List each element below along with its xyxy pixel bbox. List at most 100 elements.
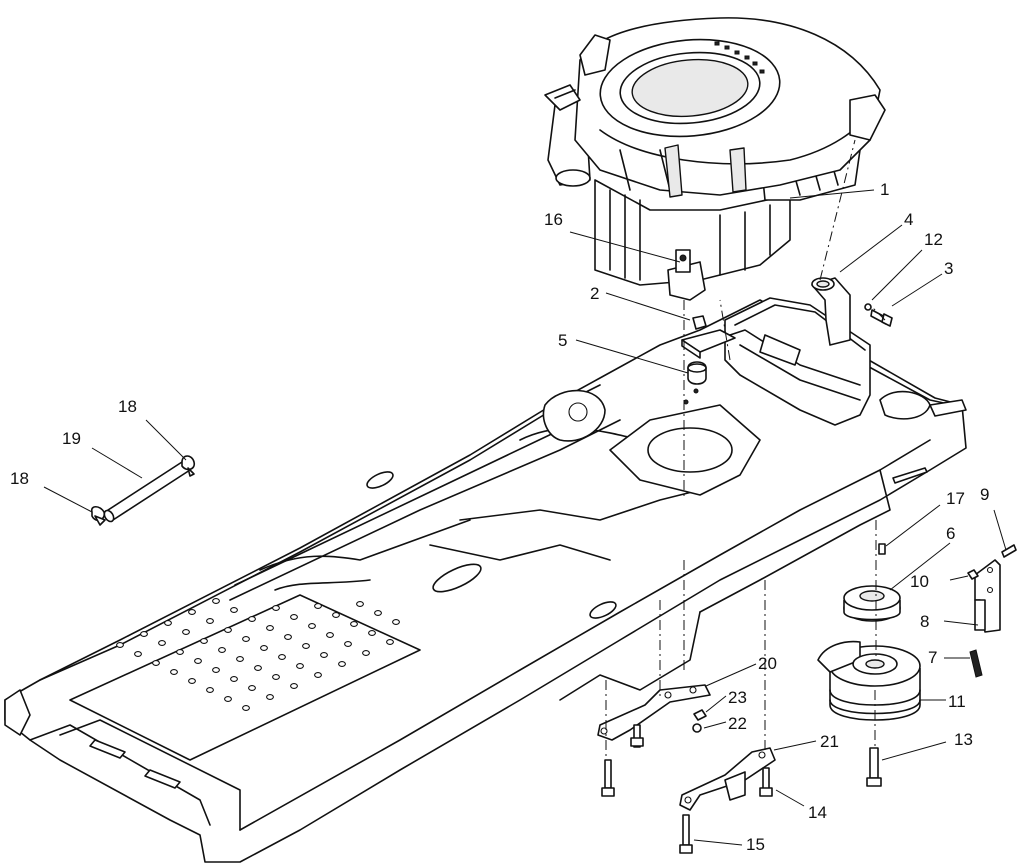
nut-10 (967, 569, 979, 580)
callout-21: 21 (820, 732, 839, 751)
floor-hole (248, 616, 256, 622)
floor-hole (218, 647, 226, 653)
callout-14: 14 (808, 803, 827, 822)
floor-hole (152, 660, 160, 666)
pulley-6 (843, 585, 901, 622)
floor-hole (254, 665, 262, 671)
callout-8: 8 (920, 612, 929, 631)
floor-hole (266, 625, 274, 631)
floor-hole (314, 603, 322, 609)
bracket-20 (597, 684, 711, 741)
floor-hole (140, 631, 148, 637)
clip-7 (969, 649, 983, 678)
bracket-21 (679, 747, 776, 811)
callout-18-top: 18 (118, 397, 137, 416)
floor-hole-pattern (116, 598, 400, 711)
floor-hole (302, 643, 310, 649)
floor-hole (344, 641, 352, 647)
floor-hole (182, 629, 190, 635)
callout-1: 1 (880, 180, 889, 199)
floor-hole (188, 678, 196, 684)
floor-hole (314, 672, 322, 678)
muffler (724, 277, 871, 426)
floor-hole (266, 694, 274, 700)
callout-2: 2 (590, 284, 599, 303)
callout-5: 5 (558, 331, 567, 350)
floor-hole (224, 696, 232, 702)
floor-hole (338, 661, 346, 667)
floor-hole (206, 618, 214, 624)
floor-hole (206, 687, 214, 693)
engine (544, 17, 886, 301)
floor-hole (296, 663, 304, 669)
bolt-9 (1001, 544, 1017, 558)
floor-hole (386, 639, 394, 645)
floor-hole (242, 705, 250, 711)
callout-17: 17 (946, 489, 965, 508)
floor-hole (284, 634, 292, 640)
floor-hole (290, 683, 298, 689)
callout-13: 13 (954, 730, 973, 749)
callout-7: 7 (928, 648, 937, 667)
fuel-line-assembly (90, 455, 196, 526)
floor-hole (278, 654, 286, 660)
floor-hole (368, 630, 376, 636)
floor-hole (170, 669, 178, 675)
callout-20: 20 (758, 654, 777, 673)
floor-hole (374, 610, 382, 616)
floor-hole (362, 650, 370, 656)
engine-mount-parts (681, 315, 736, 405)
floor-hole (212, 667, 220, 673)
callout-9: 9 (980, 485, 989, 504)
floor-hole (320, 652, 328, 658)
electric-clutch-11 (817, 640, 921, 721)
callout-19: 19 (62, 429, 81, 448)
floor-hole (332, 612, 340, 618)
callout-16: 16 (544, 210, 563, 229)
callout-6: 6 (946, 524, 955, 543)
floor-hole (230, 607, 238, 613)
chassis-frame (4, 299, 967, 863)
floor-hole (392, 619, 400, 625)
callout-15: 15 (746, 835, 765, 854)
floor-hole (308, 623, 316, 629)
floor-hole (248, 685, 256, 691)
hardware-bolts (601, 709, 773, 854)
callout-11: 11 (948, 692, 966, 711)
floor-hole (230, 676, 238, 682)
floor-hole (326, 632, 334, 638)
callout-18-left: 18 (10, 469, 29, 488)
floor-hole (194, 658, 202, 664)
callout-22: 22 (728, 714, 747, 733)
floor-hole (272, 674, 280, 680)
assembly-lines (605, 139, 886, 760)
floor-hole (224, 627, 232, 633)
callout-10: 10 (910, 572, 929, 591)
washer-12 (864, 303, 872, 311)
floor-hole (116, 642, 124, 648)
callouts: 1 2 3 4 5 6 7 8 9 10 11 12 13 14 15 16 1… (10, 180, 989, 854)
bracket-8 (974, 559, 1001, 633)
floor-hole (164, 620, 172, 626)
floor-hole (290, 614, 298, 620)
callout-4: 4 (904, 210, 913, 229)
callout-12: 12 (924, 230, 943, 249)
floor-hole (242, 636, 250, 642)
floor-hole (260, 645, 268, 651)
floor-hole (200, 638, 208, 644)
callout-3: 3 (944, 259, 953, 278)
floor-hole (356, 601, 364, 607)
key-17 (878, 543, 886, 555)
floor-hole (272, 605, 280, 611)
floor-hole (158, 640, 166, 646)
bolt-3 (870, 309, 893, 327)
floor-hole (134, 651, 142, 657)
floor-hole (236, 656, 244, 662)
floor-hole (188, 609, 196, 615)
callout-23: 23 (728, 688, 747, 707)
floor-hole (350, 621, 358, 627)
leader-lines (43, 189, 1007, 846)
floor-hole (212, 598, 220, 604)
bolt-13 (866, 747, 882, 787)
